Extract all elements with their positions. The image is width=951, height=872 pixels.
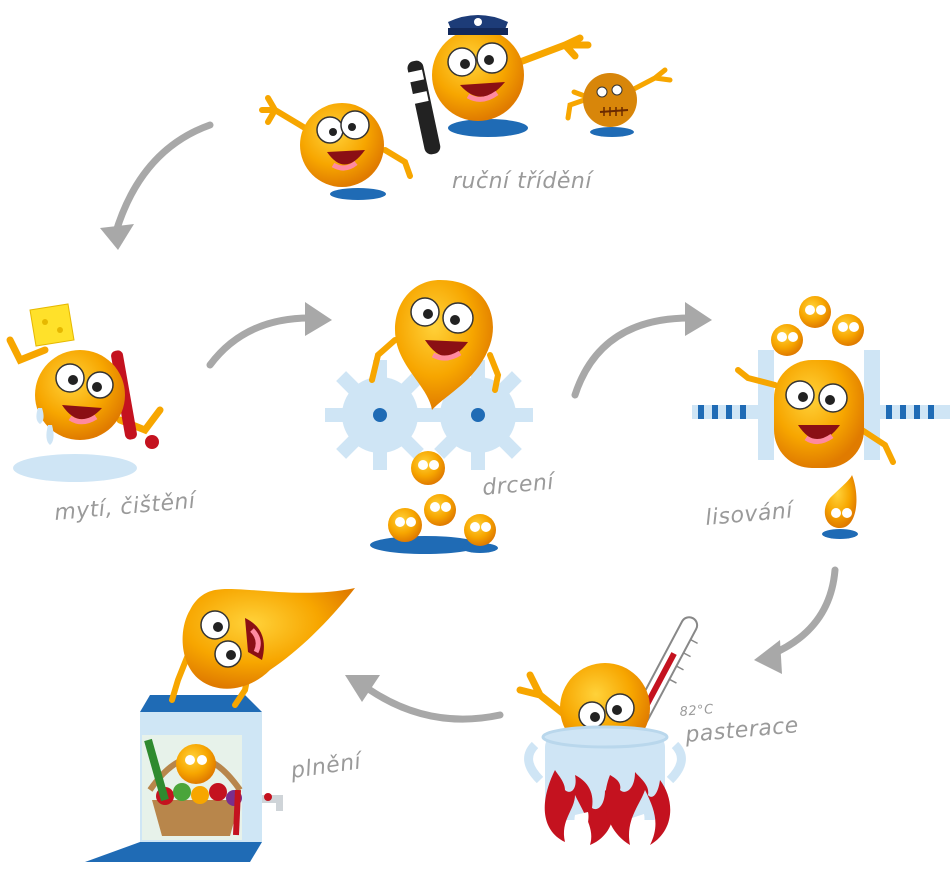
label-crushing: drcení xyxy=(481,470,557,501)
orange-character-rejected xyxy=(565,67,673,127)
fruit-basket-picture xyxy=(142,735,243,840)
press-rod-left xyxy=(692,405,758,419)
arrow-crushing-to-pressing xyxy=(571,314,694,399)
label-sorting: ruční třídění xyxy=(452,169,594,194)
step-pressing-illustration: lisování xyxy=(692,296,950,539)
step-filling-illustration: plnění xyxy=(85,588,365,862)
step-washing-illustration: mytí, čištění xyxy=(6,303,199,526)
step-sorting-illustration: ruční třídění xyxy=(259,15,673,200)
flame-icon xyxy=(544,770,671,845)
arrow-pressing-to-pasteurizing xyxy=(766,566,839,659)
crushed-pieces xyxy=(388,451,496,546)
arrow-sorting-to-washing xyxy=(111,121,214,239)
step-crushing-illustration: drcení xyxy=(325,280,557,554)
label-temperature: 82°C xyxy=(679,702,715,720)
orange-character-left xyxy=(259,95,413,187)
arrow-pasteurizing-to-filling xyxy=(366,686,504,723)
label-pressing: lisování xyxy=(704,498,796,531)
gear-left-icon xyxy=(325,360,435,470)
label-filling: plnění xyxy=(288,749,365,784)
orange-character-inspector xyxy=(404,15,592,155)
step-pasteurizing-illustration: 82°C pasterace xyxy=(516,616,800,845)
arrow-washing-to-crushing xyxy=(206,314,314,369)
label-washing: mytí, čištění xyxy=(53,489,199,526)
flow-arrows xyxy=(100,121,839,723)
press-rod-right xyxy=(880,405,950,419)
label-pasteurizing: pasterace xyxy=(683,713,799,748)
